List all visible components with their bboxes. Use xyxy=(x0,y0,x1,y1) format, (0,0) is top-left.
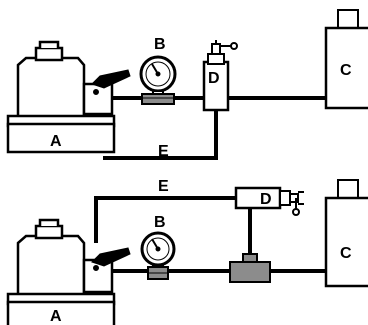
top-release-valve-icon xyxy=(202,40,238,112)
top-return-hose xyxy=(103,111,218,160)
top-valve-label: D xyxy=(208,70,220,87)
bottom-pressure-gauge-icon xyxy=(140,231,176,280)
bottom-cylinder-icon xyxy=(324,179,368,288)
top-cylinder-icon xyxy=(324,9,368,110)
bottom-return-line-label: E xyxy=(158,178,169,195)
bottom-hoses xyxy=(94,196,328,273)
bottom-pump-label: A xyxy=(50,308,62,325)
bottom-valve-label: D xyxy=(260,191,272,208)
top-return-line-label: E xyxy=(158,143,169,160)
bottom-release-valve-icon xyxy=(234,186,304,216)
top-cylinder-label: C xyxy=(340,62,352,79)
top-pressure-gauge-icon xyxy=(139,55,177,105)
top-pump-label: A xyxy=(50,133,62,150)
bottom-gauge-label: B xyxy=(154,214,166,231)
bottom-tee-fitting-icon xyxy=(229,253,271,283)
bottom-configuration: A B D xyxy=(6,178,368,325)
top-gauge-label: B xyxy=(154,36,166,53)
top-configuration: A B D C E xyxy=(6,9,368,160)
bottom-return-hose xyxy=(94,196,236,243)
top-pump-icon xyxy=(6,40,131,154)
bottom-cylinder-label: C xyxy=(340,245,352,262)
bottom-pump-icon xyxy=(6,218,131,325)
